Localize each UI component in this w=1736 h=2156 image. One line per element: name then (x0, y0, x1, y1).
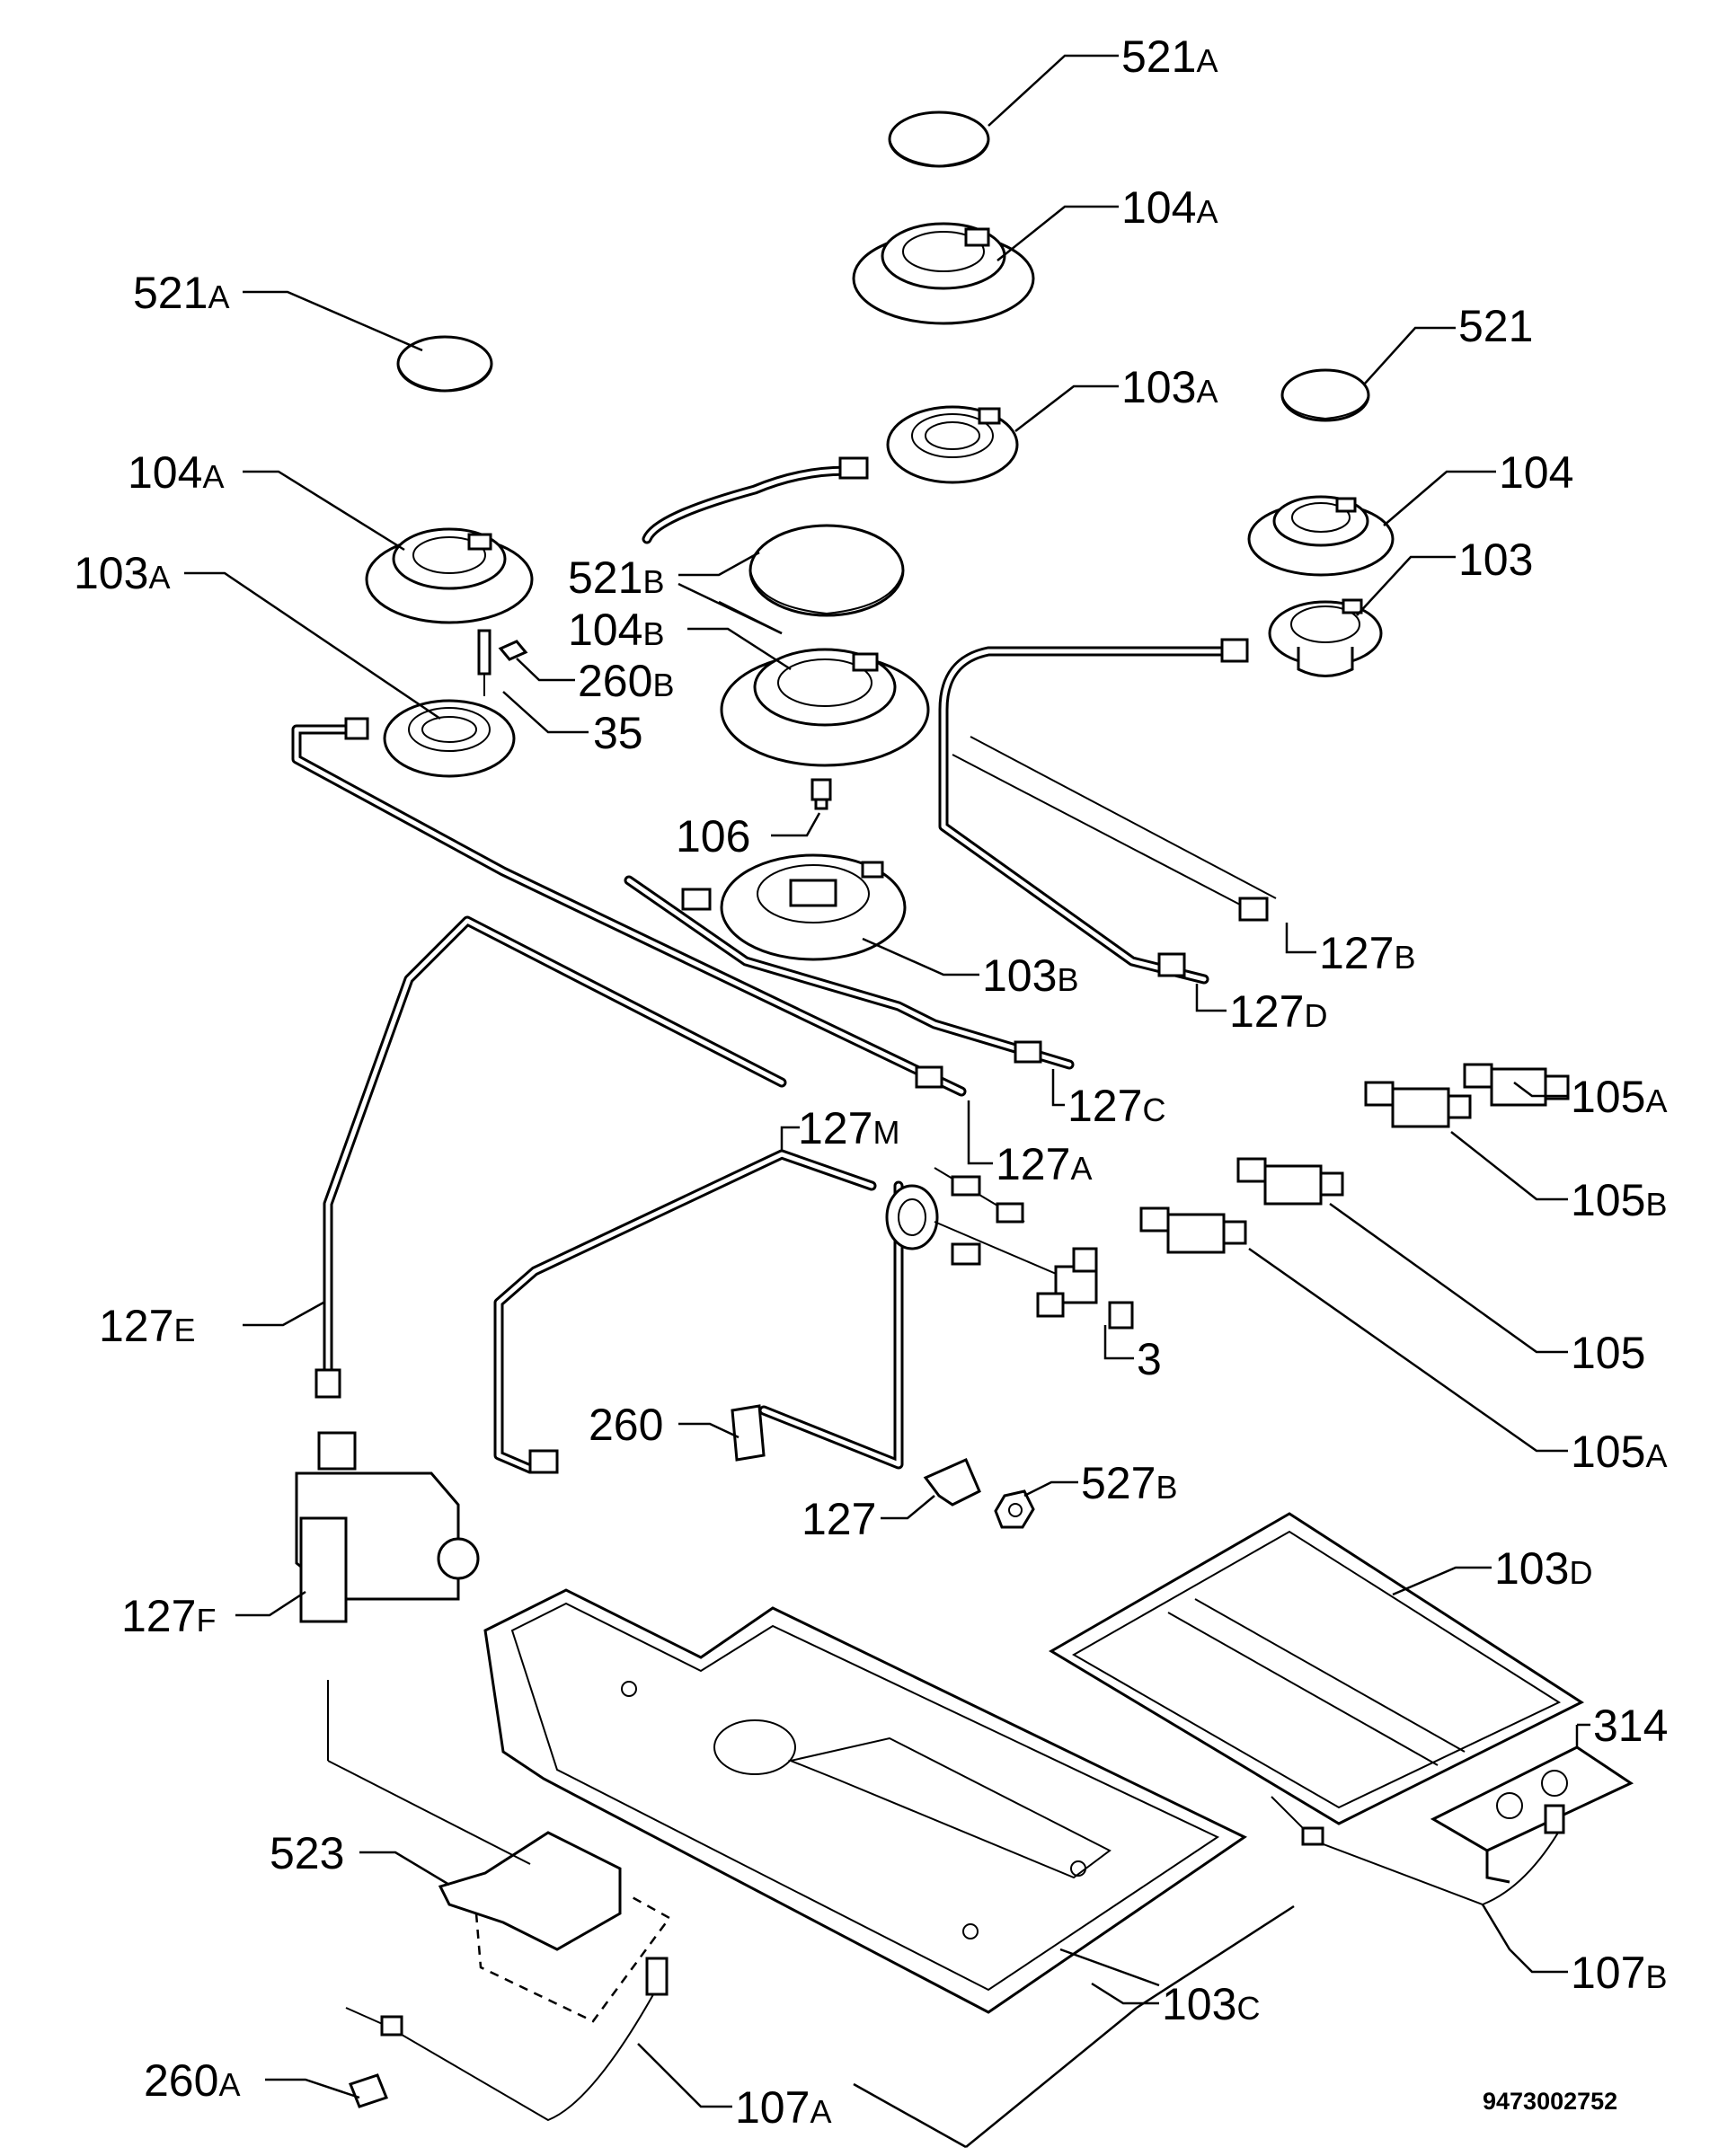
burner-base-103a-top (886, 405, 1019, 484)
label-314: 314 (1593, 1701, 1668, 1751)
tray-103d (1049, 1512, 1585, 1825)
label-127m: 127M (798, 1103, 899, 1153)
pipe-127m (493, 1149, 904, 1474)
burner-cap-521 (1280, 368, 1370, 422)
label-127f: 127F (121, 1591, 216, 1641)
pipe-127b (642, 456, 1277, 922)
burner-crown-104 (1247, 495, 1395, 577)
clip-260a (349, 2073, 388, 2108)
base-plate-103c (483, 1588, 1247, 2014)
bracket-314 (1430, 1745, 1634, 1884)
label-260b: 260B (578, 656, 674, 706)
label-103: 103 (1458, 535, 1533, 585)
leader-lines (184, 54, 1590, 2108)
thermocouple-107b (1271, 1796, 1565, 1906)
label-103c: 103C (1162, 1979, 1260, 2029)
label-521b: 521B (568, 552, 664, 603)
label-260: 260 (589, 1400, 663, 1450)
tap-105b (1364, 1081, 1472, 1128)
label-127d: 127D (1229, 986, 1327, 1037)
label-103b: 103B (982, 950, 1078, 1001)
label-103a-left: 103A (74, 548, 170, 598)
burner-crown-104b (720, 648, 930, 767)
block-127f (295, 1431, 480, 1623)
label-104a-left: 104A (128, 447, 224, 498)
callout-labels: 521A 104A 521A 521 103A 104A 104 103A 52… (74, 31, 1668, 2133)
elbow-127 (923, 1458, 981, 1507)
label-105: 105 (1571, 1328, 1645, 1378)
burner-base-103 (1268, 598, 1383, 677)
label-127: 127 (802, 1494, 876, 1544)
label-521a-left: 521A (133, 268, 229, 318)
label-107a: 107A (735, 2082, 831, 2133)
label-521: 521 (1458, 301, 1533, 351)
pipe-127c (624, 875, 1075, 1070)
label-105a-top: 105A (1571, 1072, 1667, 1122)
bracket-523 (327, 1680, 671, 2023)
label-104b: 104B (568, 605, 664, 655)
injector-106 (810, 778, 832, 810)
label-523: 523 (270, 1828, 344, 1878)
burner-base-103b (720, 853, 907, 961)
electrode-35-and-clip-260b (477, 629, 528, 696)
valve-3 (885, 1167, 1134, 1330)
burner-cap-521a-top (888, 110, 990, 168)
label-103d: 103D (1494, 1543, 1592, 1594)
burner-crown-104a-top (852, 222, 1035, 325)
label-107b: 107B (1571, 1948, 1667, 1998)
label-527b: 527B (1081, 1458, 1177, 1508)
label-127c: 127C (1067, 1081, 1165, 1131)
label-106: 106 (676, 811, 750, 862)
tap-105a-bottom (1139, 1206, 1247, 1254)
label-127b: 127B (1319, 928, 1415, 978)
pipe-127e (314, 915, 787, 1399)
thermocouple-107a (345, 1957, 669, 2122)
label-521a-top: 521A (1121, 31, 1218, 82)
burner-crown-104a-left (365, 527, 534, 624)
pipe-127a (291, 717, 967, 1097)
label-127a: 127A (996, 1139, 1092, 1189)
label-105b: 105B (1571, 1175, 1667, 1225)
label-105a-bottom: 105A (1571, 1427, 1667, 1477)
label-260a: 260A (144, 2055, 240, 2106)
label-103a-top: 103A (1121, 362, 1218, 412)
clip-260 (731, 1404, 766, 1462)
tap-105 (1236, 1157, 1344, 1206)
label-127e: 127E (99, 1301, 195, 1351)
label-35: 35 (593, 708, 643, 758)
pipe-127d (938, 638, 1249, 985)
label-104: 104 (1499, 447, 1573, 498)
label-3: 3 (1137, 1334, 1162, 1384)
label-104a-top: 104A (1121, 182, 1218, 233)
burner-cap-521b (748, 524, 905, 617)
burner-base-103a-left (383, 699, 516, 778)
reference-number: 9473002752 (1483, 2088, 1617, 2115)
nut-527b (994, 1489, 1035, 1529)
leader-lines-103c (853, 1904, 1295, 2149)
